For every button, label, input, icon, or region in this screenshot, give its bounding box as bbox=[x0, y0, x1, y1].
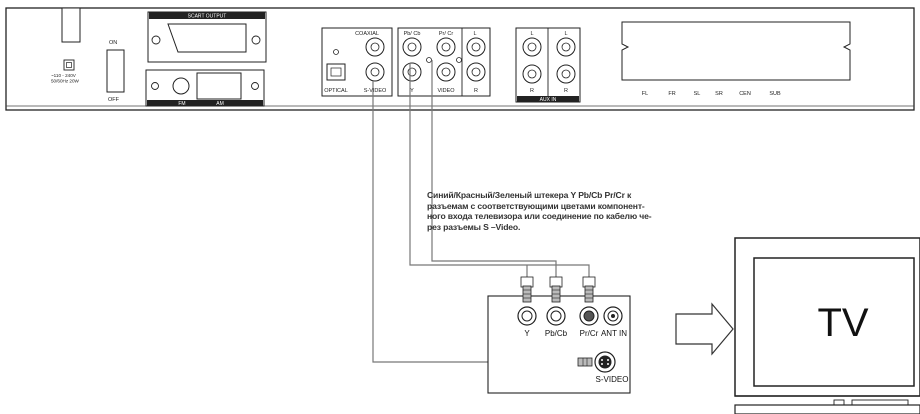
direction-arrow-icon bbox=[675, 302, 734, 356]
scart-output: SCART OUTPUT bbox=[147, 11, 267, 63]
connection-instruction: Синий/Красный/Зеленый штекера Y Pb/Cb Pr… bbox=[427, 190, 667, 232]
antenna-section: FM AM bbox=[145, 69, 265, 107]
scart-screw-right bbox=[251, 35, 261, 45]
tv-ant-in-label: ANT IN bbox=[601, 329, 627, 338]
power-switch[interactable] bbox=[106, 49, 125, 93]
scart-connector[interactable] bbox=[167, 23, 247, 53]
panel-tab bbox=[61, 7, 81, 43]
instruction-line-1: Синий/Красный/Зеленый штекера Y Pb/Cb Pr… bbox=[427, 190, 632, 200]
aux2-l-label: L bbox=[564, 31, 567, 37]
instruction-line-2: разъемам с соответствующими цветами комп… bbox=[427, 200, 645, 211]
tv-control-panel bbox=[851, 399, 909, 406]
tv-power-button[interactable] bbox=[833, 399, 845, 406]
audio-r-label: R bbox=[474, 88, 478, 94]
component-cable-2 bbox=[431, 60, 557, 277]
tv-input-panel: Y Pb/Cb Pr/Cr ANT IN S-VIDEO bbox=[487, 276, 631, 394]
television: TV bbox=[734, 237, 920, 414]
speaker-sub-label: SUB bbox=[769, 91, 781, 97]
am-label: AM bbox=[216, 101, 224, 107]
optical-label: OPTICAL bbox=[324, 88, 348, 94]
s-video-plug bbox=[577, 357, 593, 367]
pr-cr-label: Pr/ Cr bbox=[439, 31, 454, 37]
tv-base bbox=[734, 404, 920, 414]
s-video-label: S-VIDEO bbox=[364, 88, 387, 94]
tv-screen bbox=[753, 257, 915, 387]
pb-cb-label: Pb/ Cb bbox=[404, 31, 421, 37]
component-cable bbox=[409, 63, 590, 277]
scart-label: SCART OUTPUT bbox=[188, 14, 227, 20]
speaker-terminal[interactable] bbox=[621, 21, 851, 81]
aux-in-label: AUX IN bbox=[540, 97, 557, 103]
speaker-output-section: FL FR SL SR CEN SUB bbox=[621, 21, 851, 97]
instruction-line-3: ного входа телевизора или соединение по … bbox=[427, 211, 652, 222]
tv-pb-cb-label: Pb/Cb bbox=[545, 329, 568, 338]
double-insulation-icon bbox=[63, 59, 75, 71]
speaker-fr-label: FR bbox=[668, 91, 675, 97]
fm-label: FM bbox=[178, 101, 185, 107]
am-antenna-terminal[interactable] bbox=[196, 72, 242, 100]
tv-y-label: Y bbox=[524, 329, 530, 338]
y-label: Y bbox=[410, 88, 414, 94]
power-off-label: OFF bbox=[108, 97, 120, 103]
dvd-rear-panel: ~110 - 240V 50/60Hz 20W ON OFF SCART OUT… bbox=[5, 7, 915, 111]
tv-label: TV bbox=[817, 301, 868, 345]
power-section: ~110 - 240V 50/60Hz 20W ON OFF bbox=[51, 40, 125, 103]
component-output-section: Pb/ Cb Pr/ Cr L Y VIDEO R bbox=[397, 27, 491, 97]
tv-pr-cr-label: Pr/Cr bbox=[580, 329, 599, 338]
audio-l-label: L bbox=[473, 31, 476, 37]
power-rating-1: ~110 - 240V bbox=[51, 73, 77, 78]
instruction-line-4: рез разъемы S –Video. bbox=[427, 221, 521, 232]
speaker-cen-label: CEN bbox=[739, 91, 751, 97]
power-on-label: ON bbox=[109, 40, 117, 46]
speaker-fl-label: FL bbox=[642, 91, 648, 97]
aux2-r-label: R bbox=[564, 88, 568, 94]
tv-s-video-label: S-VIDEO bbox=[596, 375, 629, 384]
power-rating-2: 50/60Hz 20W bbox=[51, 79, 79, 84]
pb-cb-plug-boot bbox=[549, 276, 563, 288]
aux1-r-label: R bbox=[530, 88, 534, 94]
component-plugs bbox=[520, 276, 596, 303]
speaker-sl-label: SL bbox=[694, 91, 701, 97]
scart-screw-left bbox=[151, 35, 161, 45]
aux-in-section: AUX IN L L R R bbox=[515, 27, 581, 103]
aux1-l-label: L bbox=[530, 31, 533, 37]
coaxial-label: COAXIAL bbox=[355, 31, 379, 37]
pr-cr-plug-boot bbox=[582, 276, 596, 288]
video-label: VIDEO bbox=[437, 88, 455, 94]
y-plug-boot bbox=[520, 276, 534, 288]
fm-antenna-jack[interactable] bbox=[172, 77, 190, 95]
digital-audio-section: COAXIAL OPTICAL S-VIDEO bbox=[321, 27, 393, 97]
speaker-sr-label: SR bbox=[715, 91, 723, 97]
